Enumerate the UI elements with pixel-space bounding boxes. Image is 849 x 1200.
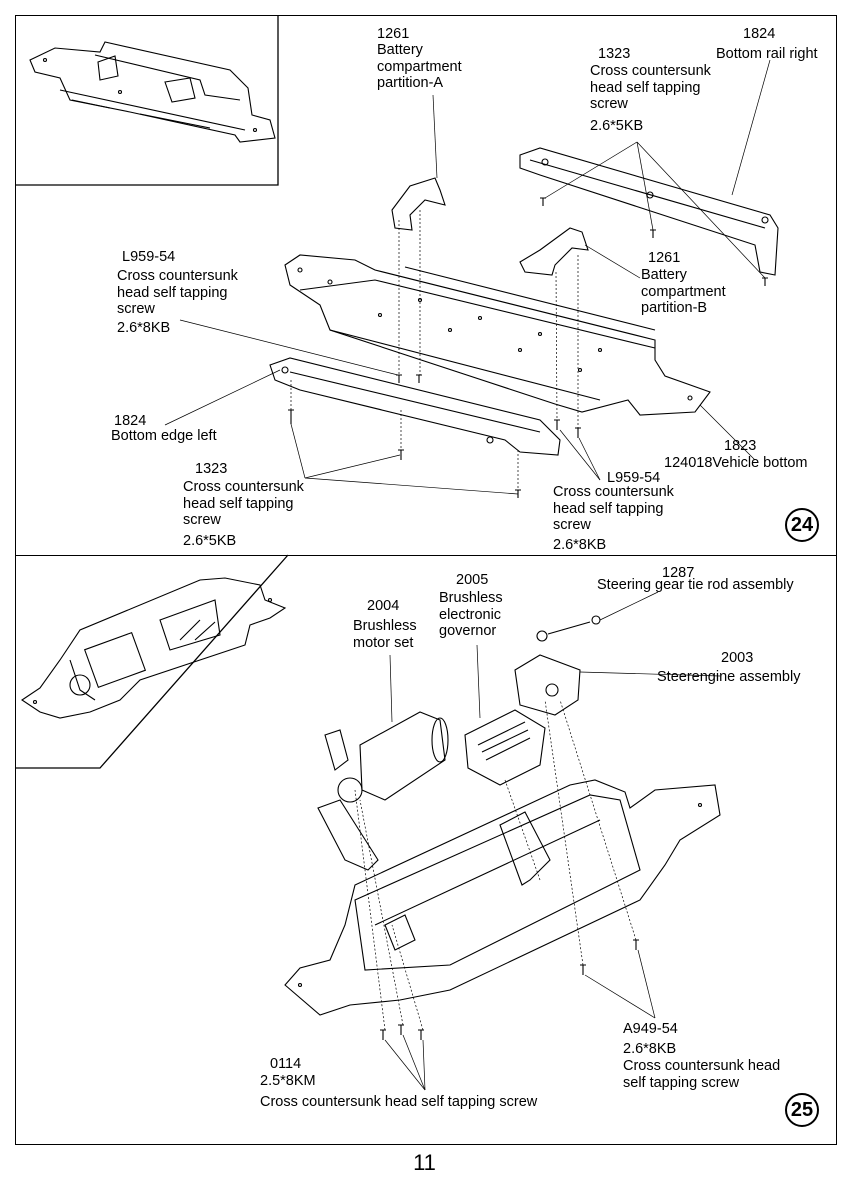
step24-partition-a <box>391 177 446 231</box>
label-2003-name: Steerengine assembly <box>657 669 801 685</box>
label-1823-name: 124018Vehicle bottom <box>664 455 808 471</box>
step25-servo <box>514 654 581 716</box>
page-number: 11 <box>413 1150 436 1175</box>
label-1323-top-code: 1323 <box>598 46 631 62</box>
step25-tie-rod <box>536 615 601 642</box>
inset-preview-25 <box>15 554 289 769</box>
step25-screws <box>380 939 639 1040</box>
label-1287-name: Steering gear tie rod assembly <box>597 577 794 593</box>
step25-leader-lines <box>354 591 721 1091</box>
label-l959-left-spec: 2.6*8KB <box>117 320 171 336</box>
label-1824-right-name: Bottom rail right <box>716 46 818 62</box>
label-l959-right-spec: 2.6*8KB <box>553 537 607 553</box>
label-l959-right-code: L959-54 <box>607 470 661 486</box>
label-1323-bottom-spec: 2.6*5KB <box>183 533 237 549</box>
label-2004-code: 2004 <box>367 598 400 614</box>
label-1323-top-name: Cross countersunk head self tapping scre… <box>590 63 711 112</box>
step25-esc <box>464 709 546 786</box>
step-number-24: 24 <box>785 508 819 542</box>
inset-preview-24 <box>15 15 279 186</box>
step25-partition <box>499 811 551 886</box>
label-2003-code: 2003 <box>721 650 754 666</box>
label-l959-right-name: Cross countersunk head self tapping scre… <box>553 484 674 533</box>
step-number-25: 25 <box>785 1093 819 1127</box>
label-1824-right-code: 1824 <box>743 26 776 42</box>
label-a949-name: Cross countersunk head self tapping scre… <box>623 1058 781 1091</box>
label-2005-name: Brushless electronic governor <box>439 590 503 639</box>
label-1261-b-name: Battery compartment partition-B <box>641 267 726 316</box>
label-2005-code: 2005 <box>456 572 489 588</box>
label-0114-code: 0114 <box>270 1056 302 1072</box>
label-1261-a-name: Battery compartment partition-A <box>377 42 462 91</box>
label-1287-code: 1287 <box>662 565 695 581</box>
page-frame <box>15 15 837 1145</box>
step-divider <box>15 555 837 556</box>
label-1824-left-code: 1824 <box>114 413 147 429</box>
step24-bottom-edge-left <box>269 357 561 456</box>
step24-partition-b <box>519 227 589 276</box>
step25-motor-mount <box>317 799 416 951</box>
label-2004-name: Brushless motor set <box>353 618 417 651</box>
label-1823-code: 1823 <box>724 438 757 454</box>
step24-leader-lines <box>164 59 771 495</box>
step25-motor <box>324 711 449 803</box>
label-1323-bottom-code: 1323 <box>195 461 228 477</box>
step24-bottom-rail-right <box>519 147 779 276</box>
label-0114-spec: 2.5*8KM <box>260 1073 316 1089</box>
label-a949-code: A949-54 <box>623 1021 678 1037</box>
label-0114-name: Cross countersunk head self tapping scre… <box>260 1094 538 1110</box>
label-1323-top-spec: 2.6*5KB <box>590 118 644 134</box>
label-1261-b-code: 1261 <box>648 250 681 266</box>
label-1323-bottom-name: Cross countersunk head self tapping scre… <box>183 479 304 528</box>
label-1824-left-name: Bottom edge left <box>111 428 217 444</box>
step24-chassis-plate <box>284 254 711 416</box>
label-a949-spec: 2.6*8KB <box>623 1041 677 1057</box>
label-l959-left-name: Cross countersunk head self tapping scre… <box>117 268 238 317</box>
label-l959-left-code: L959-54 <box>122 249 176 265</box>
label-1261-a-code: 1261 <box>377 26 410 42</box>
